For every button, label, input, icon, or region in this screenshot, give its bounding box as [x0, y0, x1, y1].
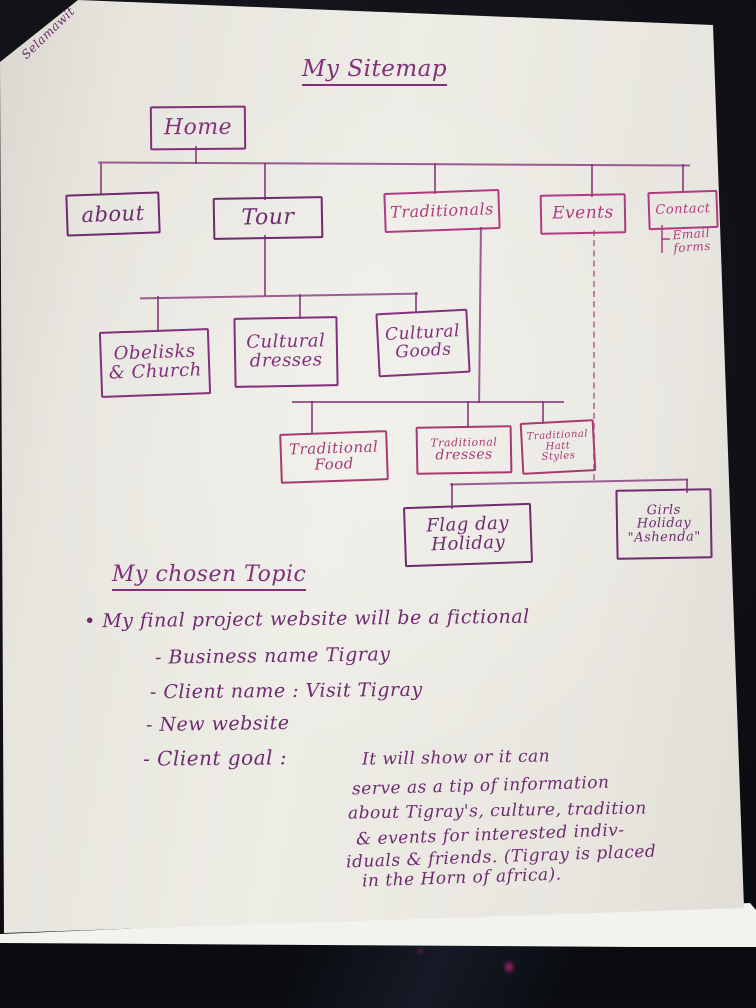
- connector-drop-tour: [264, 163, 266, 200]
- list-item: - New website: [145, 711, 290, 737]
- node-traditionals-label: Traditionals: [389, 198, 495, 222]
- node-girls-line3: "Ashenda": [627, 529, 701, 546]
- connector-tour-stem: [264, 235, 266, 296]
- connector-drop-trad-food: [311, 401, 313, 434]
- node-traditional-hat-styles: Traditional Hatt Styles: [519, 419, 597, 475]
- node-traditional-dresses-line2: dresses: [435, 446, 493, 464]
- contact-note: Email forms: [672, 226, 712, 256]
- connector-events-stem: [593, 230, 595, 480]
- node-about: about: [65, 191, 161, 237]
- connector-contact-note-tick: [661, 238, 670, 240]
- node-girls-holiday-ashenda: Girls Holiday "Ashenda": [615, 488, 713, 560]
- node-traditionals: Traditionals: [383, 188, 501, 234]
- node-tour: Tour: [212, 196, 324, 240]
- list-item: - Business name Tigray: [154, 643, 391, 669]
- node-obelisks-line2: & Church: [108, 359, 203, 384]
- node-obelisks-church: Obelisks & Church: [98, 328, 212, 398]
- node-cultural-goods: Cultural Goods: [375, 308, 471, 378]
- connector-drop-contact: [682, 164, 684, 193]
- list-item: - Client goal :: [142, 745, 288, 771]
- connector-drop-traditionals: [434, 163, 436, 194]
- ink-smudge: [505, 962, 513, 972]
- connector-drop-cultural-goods: [415, 292, 417, 313]
- contact-note-line2: forms: [672, 238, 712, 256]
- connector-drop-cultural-dresses: [299, 294, 301, 319]
- node-contact-label: Contact: [655, 201, 711, 219]
- ink-smudge: [418, 948, 423, 954]
- node-events-label: Events: [552, 202, 614, 224]
- node-tour-label: Tour: [241, 204, 295, 231]
- connector-drop-about: [100, 163, 102, 195]
- connector-traditionals-bus: [292, 401, 564, 403]
- node-about-label: about: [81, 200, 145, 228]
- connector-home-stem: [195, 146, 197, 164]
- node-cultural-dresses: Cultural dresses: [233, 316, 339, 388]
- node-traditional-food-line2: Food: [314, 454, 355, 474]
- goal-text-line: It will show or it can: [361, 746, 551, 770]
- node-flag-day-holiday: Flag day Holiday: [402, 502, 534, 568]
- connector-drop-trad-dresses: [467, 401, 469, 428]
- node-flag-line2: Holiday: [430, 531, 506, 556]
- list-item: - Client name : Visit Tigray: [149, 678, 423, 704]
- connector-drop-flag: [451, 483, 453, 509]
- node-home: Home: [149, 105, 247, 151]
- bullet-line: • My final project website will be a fic…: [83, 605, 530, 633]
- node-contact: Contact: [647, 189, 719, 231]
- node-events: Events: [539, 193, 627, 235]
- sitemap-title: My Sitemap: [302, 56, 448, 86]
- node-cultural-dresses-line2: dresses: [249, 349, 323, 372]
- connector-drop-events: [591, 164, 593, 197]
- connector-drop-obelisks: [157, 296, 159, 332]
- node-traditional-food: Traditional Food: [279, 430, 389, 484]
- node-traditional-hat-line3: Styles: [541, 450, 576, 464]
- node-cultural-goods-line2: Goods: [394, 339, 452, 363]
- node-home-label: Home: [163, 115, 233, 141]
- node-traditional-dresses: Traditional dresses: [415, 425, 513, 475]
- connector-drop-trad-hat: [542, 401, 544, 424]
- connector-drop-girls: [686, 479, 688, 493]
- chosen-topic-heading: My chosen Topic: [112, 562, 307, 591]
